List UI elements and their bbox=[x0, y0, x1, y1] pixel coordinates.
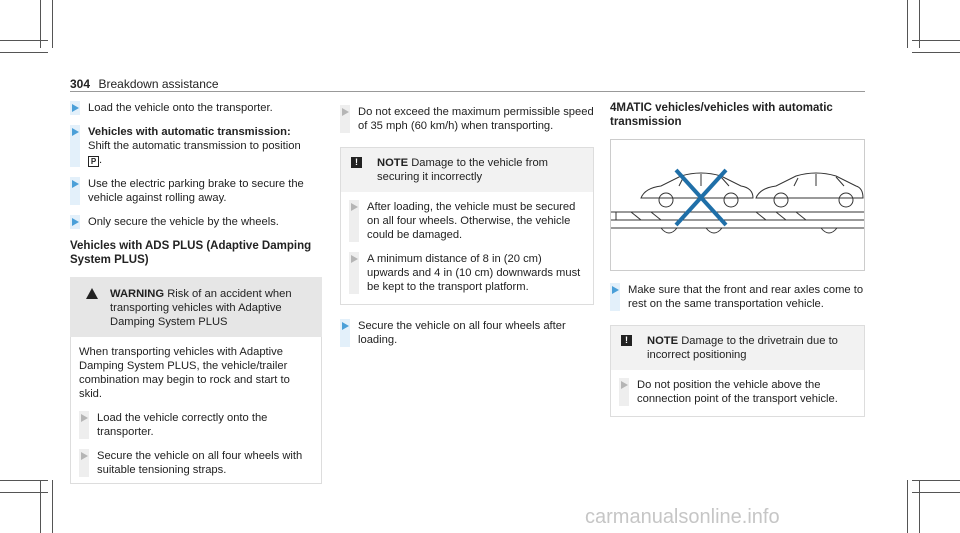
list-item: Use the electric parking brake to secure… bbox=[70, 177, 322, 205]
note-label: NOTE bbox=[377, 157, 409, 169]
crop-mark bbox=[907, 0, 908, 48]
list-item: Secure the vehicle on all four wheels wi… bbox=[79, 449, 313, 477]
crop-mark bbox=[40, 0, 41, 48]
column-2: Do not exceed the maximum permissible sp… bbox=[340, 105, 594, 357]
arrow-icon bbox=[612, 286, 619, 294]
list-item: Load the vehicle onto the transporter. bbox=[70, 101, 322, 115]
column-1: Load the vehicle onto the transporter. V… bbox=[70, 101, 322, 484]
column-3-lower: Make sure that the front and rear axles … bbox=[610, 283, 865, 417]
arrow-icon bbox=[351, 203, 358, 211]
crop-mark bbox=[52, 0, 53, 48]
arrow-icon bbox=[72, 128, 79, 136]
crop-mark bbox=[0, 52, 48, 53]
crop-mark bbox=[907, 480, 908, 533]
crop-mark bbox=[919, 480, 920, 533]
page-number: 304 bbox=[70, 77, 91, 91]
crop-mark bbox=[52, 480, 53, 533]
warning-label: WARNING bbox=[110, 288, 165, 300]
warning-icon bbox=[86, 288, 98, 299]
list-item: Only secure the vehicle by the wheels. bbox=[70, 215, 322, 229]
warning-box: WARNING Risk of an accident when transpo… bbox=[70, 277, 322, 337]
warning-body: When transporting vehicles with Adaptive… bbox=[70, 337, 322, 484]
note-box: ! NOTE Damage to the vehicle from securi… bbox=[340, 147, 594, 305]
note-text: Damage to the vehicle from securing it i… bbox=[377, 157, 548, 183]
note-label: NOTE bbox=[647, 335, 679, 347]
list-item: Do not exceed the maximum permissible sp… bbox=[340, 105, 594, 133]
section-heading: Vehicles with ADS PLUS (Adaptive Damping… bbox=[70, 240, 312, 266]
page-header: 304 Breakdown assistance bbox=[70, 75, 865, 92]
transport-illustration bbox=[610, 139, 865, 271]
notice-icon: ! bbox=[351, 157, 362, 168]
car-transport-icon bbox=[611, 168, 864, 234]
crop-mark bbox=[0, 492, 48, 493]
section-heading: 4MATIC vehicles/vehicles with automatic … bbox=[610, 102, 833, 128]
note-box: ! NOTE Damage to the drivetrain due to i… bbox=[610, 325, 865, 417]
arrow-icon bbox=[72, 180, 79, 188]
crop-mark bbox=[919, 0, 920, 48]
arrow-icon bbox=[72, 104, 79, 112]
crop-mark bbox=[912, 480, 960, 481]
crop-mark bbox=[40, 480, 41, 533]
crop-mark bbox=[912, 52, 960, 53]
arrow-icon bbox=[342, 322, 349, 330]
list-item: Make sure that the front and rear axles … bbox=[610, 283, 865, 311]
list-item: Load the vehicle correctly onto the tran… bbox=[79, 411, 313, 439]
arrow-icon bbox=[72, 218, 79, 226]
list-item: Vehicles with automatic transmission: Sh… bbox=[70, 125, 322, 167]
list-item: Secure the vehicle on all four wheels af… bbox=[340, 319, 594, 347]
note-text: Damage to the drivetrain due to incorrec… bbox=[647, 335, 838, 361]
watermark: carmanualsonline.info bbox=[585, 506, 780, 528]
park-position-key: P bbox=[88, 156, 99, 167]
arrow-icon bbox=[621, 381, 628, 389]
arrow-icon bbox=[342, 108, 349, 116]
crop-mark bbox=[912, 492, 960, 493]
list-item: A minimum distance of 8 in (20 cm) upwar… bbox=[349, 252, 585, 294]
arrow-icon bbox=[81, 452, 88, 460]
crop-mark bbox=[912, 40, 960, 41]
notice-icon: ! bbox=[621, 335, 632, 346]
warning-text: Risk of an accident when transporting ve… bbox=[110, 288, 292, 328]
section-title: Breakdown assistance bbox=[98, 77, 219, 91]
arrow-icon bbox=[81, 414, 88, 422]
crop-mark bbox=[0, 40, 48, 41]
list-item: Do not position the vehicle above the co… bbox=[619, 378, 856, 406]
list-item: After loading, the vehicle must be secur… bbox=[349, 200, 585, 242]
column-3: 4MATIC vehicles/vehicles with automatic … bbox=[610, 101, 865, 139]
arrow-icon bbox=[351, 255, 358, 263]
crop-mark bbox=[0, 480, 48, 481]
